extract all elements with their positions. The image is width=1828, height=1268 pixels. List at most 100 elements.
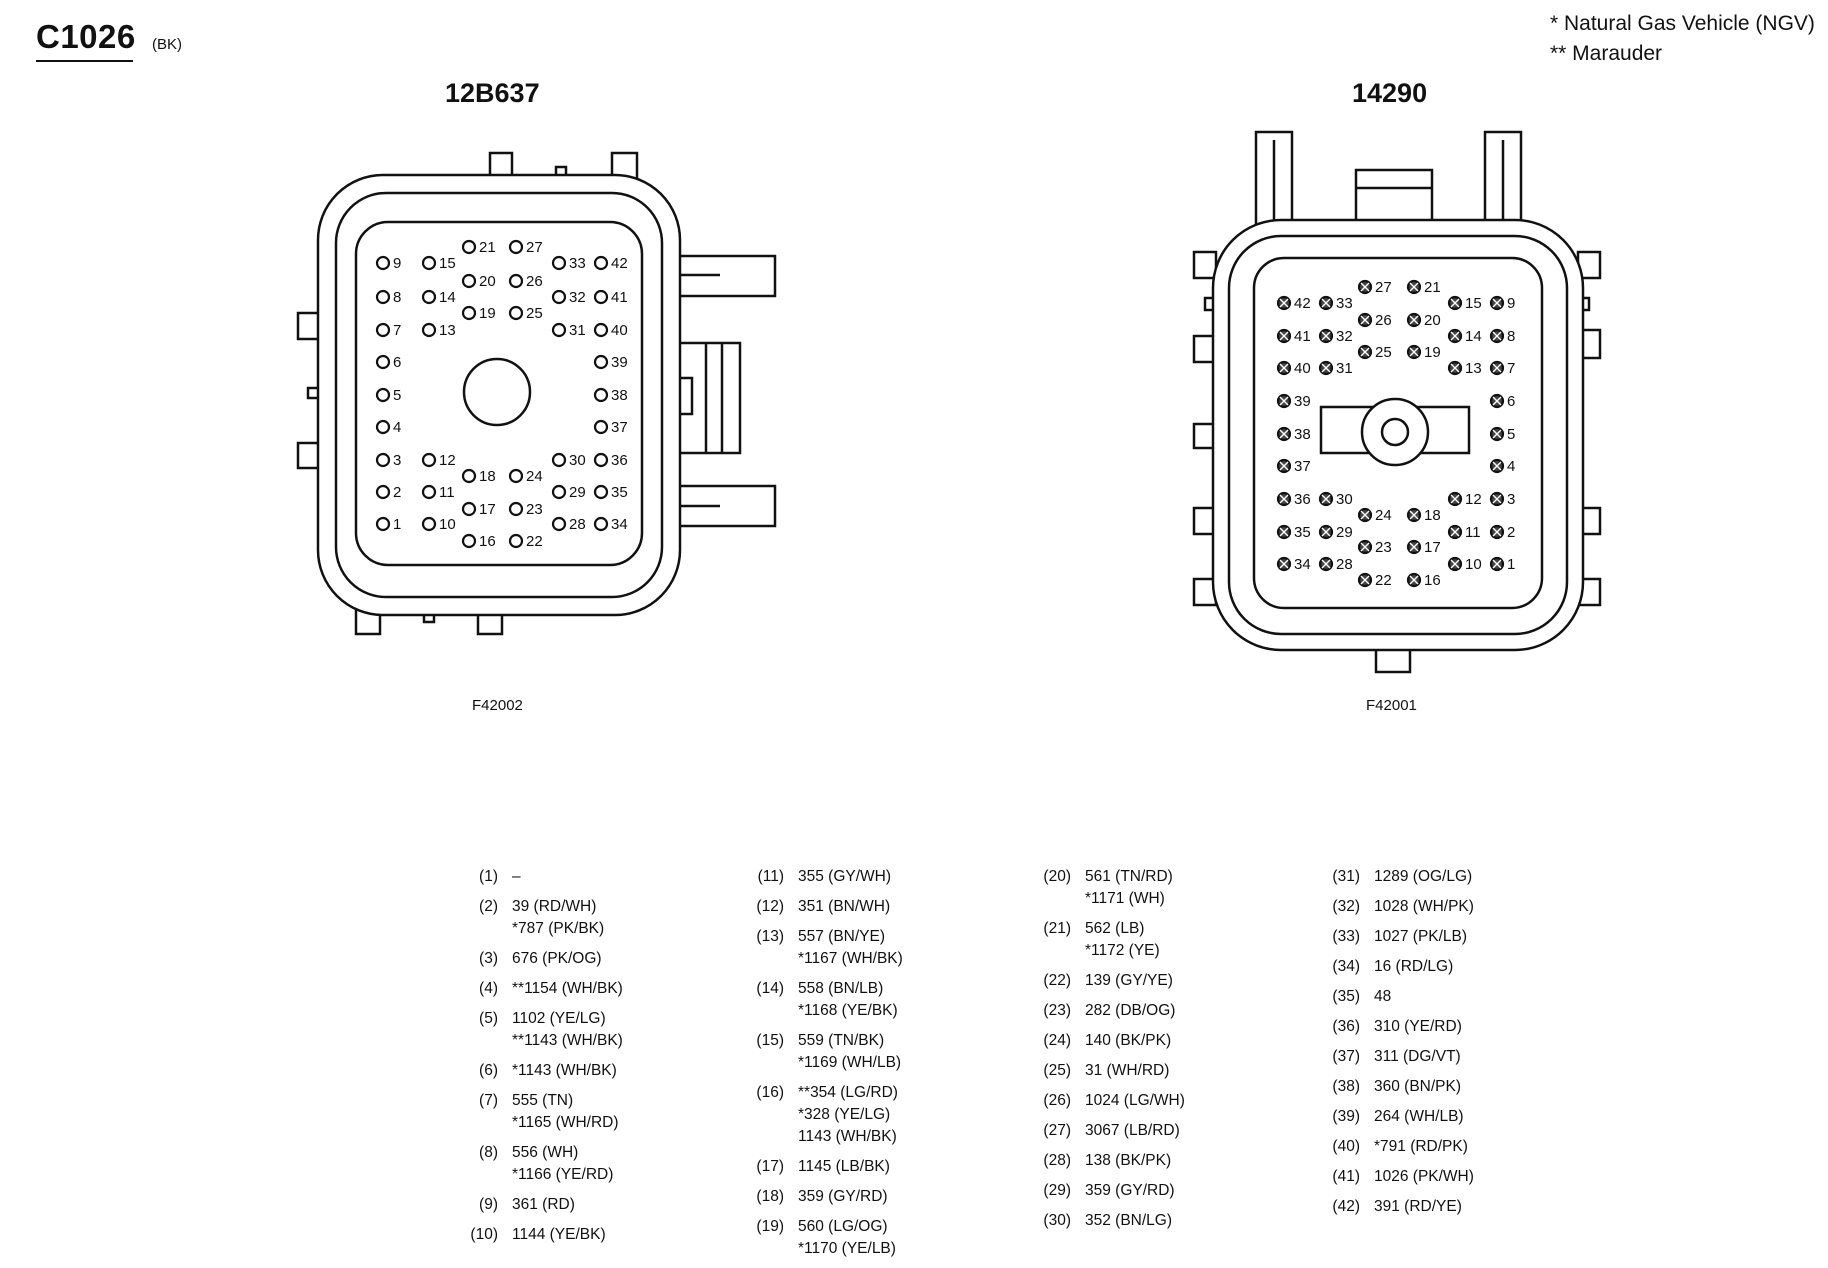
circuit-wire: 559 (TN/BK) (798, 1032, 885, 1049)
left-pin-9: 9 (375, 255, 401, 272)
pinout-entry: (20)561 (TN/RD)*1171 (WH) (1025, 866, 1185, 910)
left-pin-label: 20 (479, 273, 496, 290)
circuit-wire: 355 (GY/WH) (798, 868, 892, 885)
circuit-wire: 1026 (PK/WH) (1374, 1168, 1474, 1185)
pinout-entry: (15)559 (TN/BK)*1169 (WH/LB) (738, 1030, 903, 1074)
circuit-wire: **1143 (WH/BK) (512, 1032, 623, 1049)
right-pin-label: 10 (1465, 556, 1482, 573)
pin-number: (18) (756, 1188, 784, 1205)
right-pin-label: 33 (1336, 295, 1353, 312)
pinout-entry: (21)562 (LB)*1172 (YE) (1025, 918, 1185, 962)
circuit-wire: 1145 (LB/BK) (798, 1158, 890, 1175)
circuit-wire: 1144 (YE/BK) (512, 1226, 606, 1243)
left-pin-32: 32 (551, 289, 586, 306)
left-pin-label: 32 (569, 289, 586, 306)
left-pin-7: 7 (375, 322, 401, 339)
right-pin-24: 24 (1357, 507, 1392, 524)
left-pin-22: 22 (508, 533, 543, 550)
right-pin-30: 30 (1318, 491, 1353, 508)
connector-face-right (1192, 130, 1602, 674)
part-number-left: 12B637 (445, 78, 540, 108)
pin-number: (12) (756, 898, 784, 915)
left-pin-label: 22 (526, 533, 543, 550)
left-pin-label: 42 (611, 255, 628, 272)
circuit-wire: 352 (BN/LG) (1085, 1212, 1173, 1229)
circuit-wire: 264 (WH/LB) (1374, 1108, 1464, 1125)
left-pin-label: 7 (393, 322, 401, 339)
right-pin-7: 7 (1489, 360, 1515, 377)
right-pin-label: 1 (1507, 556, 1515, 573)
left-pin-label: 11 (439, 484, 455, 501)
pinout-entry: (39)264 (WH/LB) (1314, 1106, 1474, 1128)
left-pin-17: 17 (461, 501, 496, 518)
right-pin-label: 11 (1465, 524, 1481, 541)
legend-ngv: * Natural Gas Vehicle (NGV) (1550, 12, 1815, 35)
pinout-entry: (23)282 (DB/OG) (1025, 1000, 1185, 1022)
right-pin-label: 31 (1336, 360, 1353, 377)
right-pin-label: 41 (1294, 328, 1311, 345)
pin-number: (11) (757, 868, 784, 885)
right-pin-label: 26 (1375, 312, 1392, 329)
pin-number: (41) (1332, 1168, 1360, 1185)
circuit-wire: 555 (TN) (512, 1092, 574, 1109)
right-pin-37: 37 (1276, 458, 1311, 475)
right-pin-label: 20 (1424, 312, 1441, 329)
pin-number: (31) (1332, 868, 1360, 885)
left-pin-label: 38 (611, 387, 628, 404)
left-pin-34: 34 (593, 516, 628, 533)
right-pin-label: 21 (1424, 279, 1441, 296)
pin-number: (16) (756, 1084, 784, 1101)
right-pin-label: 38 (1294, 426, 1311, 443)
left-pin-24: 24 (508, 468, 543, 485)
right-pin-label: 22 (1375, 572, 1392, 589)
left-pin-6: 6 (375, 354, 401, 371)
left-pin-16: 16 (461, 533, 496, 550)
left-pin-label: 27 (526, 239, 543, 256)
right-pin-9: 9 (1489, 295, 1515, 312)
left-pin-12: 12 (421, 452, 456, 469)
circuit-wire: *1172 (YE) (1085, 942, 1160, 959)
right-pin-5: 5 (1489, 426, 1515, 443)
pin-number: (8) (479, 1144, 498, 1161)
circuit-wire: 359 (GY/RD) (1085, 1182, 1175, 1199)
pinout-entry: (8)556 (WH)*1166 (YE/RD) (452, 1142, 623, 1186)
circuit-wire: 1289 (OG/LG) (1374, 868, 1473, 885)
left-pin-10: 10 (421, 516, 456, 533)
right-pin-label: 2 (1507, 524, 1515, 541)
circuit-wire: 16 (RD/LG) (1374, 958, 1454, 975)
right-pin-27: 27 (1357, 279, 1392, 296)
legend-marauder: ** Marauder (1550, 42, 1663, 65)
left-pin-label: 4 (393, 419, 401, 436)
right-pin-17: 17 (1406, 539, 1441, 556)
circuit-wire: *1165 (WH/RD) (512, 1114, 619, 1131)
right-pin-label: 32 (1336, 328, 1353, 345)
right-pin-label: 40 (1294, 360, 1311, 377)
circuit-wire: 31 (WH/RD) (1085, 1062, 1170, 1079)
figure-number-left: F42002 (472, 697, 523, 714)
left-pin-label: 39 (611, 354, 628, 371)
left-pin-38: 38 (593, 387, 628, 404)
left-pin-21: 21 (461, 239, 496, 256)
left-pin-label: 17 (479, 501, 496, 518)
pinout-entry: (1)– (452, 866, 623, 888)
circuit-wire: 558 (BN/LB) (798, 980, 884, 997)
pin-number: (21) (1043, 920, 1071, 937)
connector-face-left (296, 151, 777, 636)
left-pin-label: 9 (393, 255, 401, 272)
left-pin-11: 11 (421, 484, 455, 501)
pinout-entry: (28)138 (BK/PK) (1025, 1150, 1185, 1172)
left-pin-13: 13 (421, 322, 456, 339)
pinout-entry: (24)140 (BK/PK) (1025, 1030, 1185, 1052)
left-pin-label: 12 (439, 452, 456, 469)
pinout-column: (31)1289 (OG/LG)(32)1028 (WH/PK)(33)1027… (1314, 866, 1474, 1226)
circuit-wire: 1102 (YE/LG) (512, 1010, 606, 1027)
pinout-entry: (7)555 (TN)*1165 (WH/RD) (452, 1090, 623, 1134)
pinout-entry: (25)31 (WH/RD) (1025, 1060, 1185, 1082)
pin-number: (19) (756, 1218, 784, 1235)
right-pin-21: 21 (1406, 279, 1441, 296)
circuit-wire: 39 (RD/WH) (512, 898, 597, 915)
circuit-wire: 556 (WH) (512, 1144, 579, 1161)
pinout-entry: (35)48 (1314, 986, 1474, 1008)
pinout-entry: (31) 1289 (OG/LG) (1314, 866, 1474, 888)
pinout-entry: (29)359 (GY/RD) (1025, 1180, 1185, 1202)
